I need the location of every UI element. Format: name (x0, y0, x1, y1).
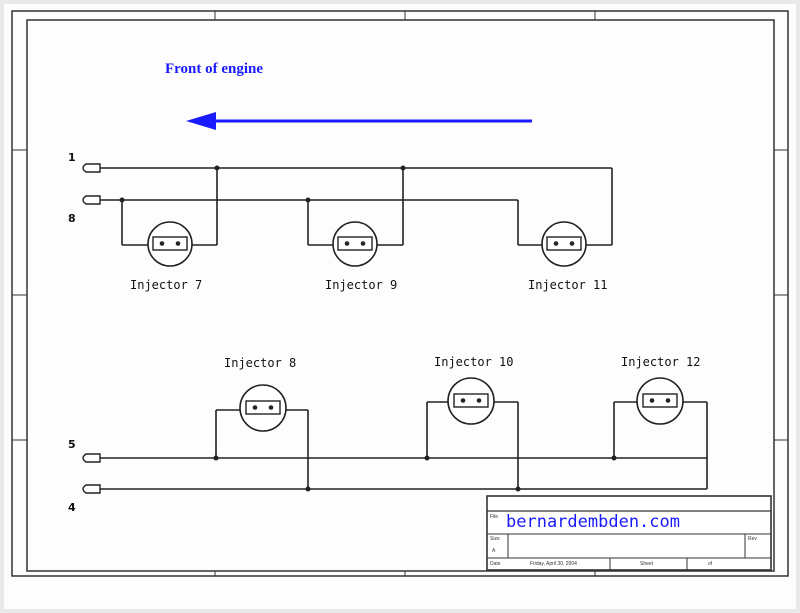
injector-11-label: Injector 11 (528, 278, 607, 292)
website-watermark: bernardembden.com (506, 512, 680, 532)
front-arrow (186, 112, 532, 130)
injector-7: Injector 7 (130, 221, 202, 292)
injector-9: Injector 9 (325, 221, 397, 292)
injector-8: Injector 8 (224, 356, 296, 432)
injector-8-label: Injector 8 (224, 356, 296, 370)
rev-label: Rev (748, 536, 757, 542)
connector-1: 1 (68, 151, 101, 173)
connector-1-label: 1 (68, 151, 76, 164)
border-ticks (12, 11, 788, 576)
date-label: Date (490, 561, 501, 567)
connector-5-label: 5 (68, 438, 76, 451)
sheet-label: Sheet (640, 561, 654, 567)
injector-9-label: Injector 9 (325, 278, 397, 292)
of-label: of (708, 561, 713, 567)
diagram-title: Front of engine (165, 61, 263, 77)
injector-12-label: Injector 12 (621, 355, 700, 369)
injector-12: Injector 12 (621, 355, 700, 425)
connector-8: 8 (68, 195, 101, 225)
title-block: File Size A Rev Date Friday, April 30, 2… (486, 495, 772, 571)
bottom-wiring (100, 401, 708, 490)
outer-border (11, 10, 789, 577)
connector-5: 5 (68, 438, 101, 463)
bottom-junctions (213, 455, 617, 492)
size-label: Size (490, 536, 500, 542)
connector-4: 4 (68, 484, 101, 514)
connector-4-label: 4 (68, 501, 76, 514)
date-value: Friday, April 30, 2004 (530, 561, 577, 567)
top-junctions (119, 165, 406, 203)
injector-11: Injector 11 (528, 221, 607, 292)
injector-10: Injector 10 (434, 355, 513, 425)
file-label: File (490, 514, 498, 520)
injector-7-label: Injector 7 (130, 278, 202, 292)
injector-10-label: Injector 10 (434, 355, 513, 369)
size-value: A (492, 548, 496, 554)
connector-8-label: 8 (68, 212, 76, 225)
